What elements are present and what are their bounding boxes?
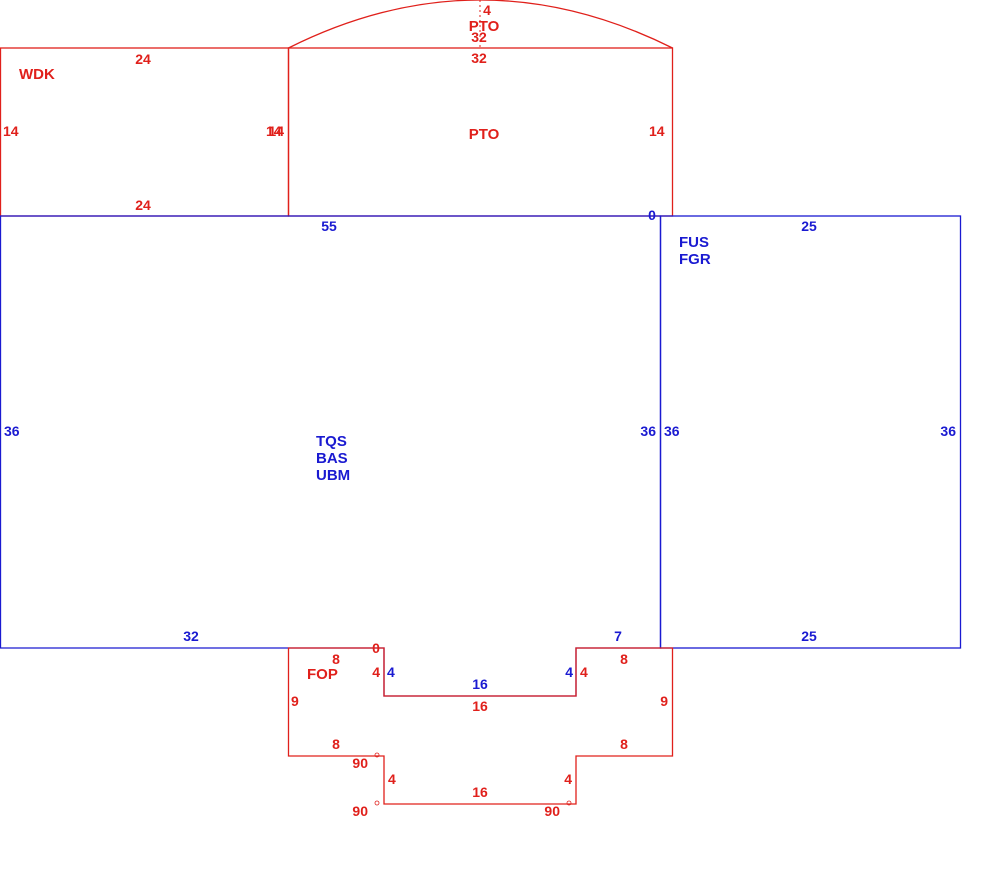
fop-top-left-dim: 8 — [332, 651, 340, 667]
fop-lower-left-dim: 4 — [388, 771, 396, 787]
area-right[interactable]: FUS FGR 25 25 36 36 — [659, 215, 962, 649]
pto-right-dim: 14 — [649, 123, 665, 139]
main-notch-left-dim: 4 — [387, 664, 395, 680]
area-main[interactable]: TQS BAS UBM 55 36 36 32 7 4 4 16 — [0, 215, 662, 697]
pto-arc-chord-dim: 32 — [471, 29, 487, 45]
pto-zero-dim: 0 — [648, 207, 656, 223]
pto-arc-rise-dim: 4 — [483, 2, 491, 18]
right-left-dim: 36 — [664, 423, 680, 439]
area-wdk[interactable]: WDK 24 24 14 14 — [0, 47, 290, 217]
fop-step-right-dim: 8 — [620, 736, 628, 752]
area-fop[interactable]: 0 8 FOP 4 4 8 16 9 9 8 8 90 4 4 16 90 90 — [287, 640, 674, 819]
pto-left-dim: 14 — [266, 123, 282, 139]
fop-angle-3: 90 — [544, 803, 560, 819]
fop-angle-2: 90 — [352, 803, 368, 819]
fop-side-left-dim: 9 — [291, 693, 299, 709]
fop-angle-2-marker — [374, 800, 380, 806]
wdk-left-dim: 14 — [3, 123, 19, 139]
main-code-3: UBM — [316, 467, 350, 484]
right-top-dim: 25 — [801, 218, 817, 234]
fop-outline — [287, 647, 674, 805]
fop-corner-dim: 0 — [372, 640, 380, 656]
main-corner-br-dim: 7 — [614, 628, 622, 644]
main-code-1: TQS — [316, 433, 347, 450]
fop-notch-right-dim: 4 — [580, 664, 588, 680]
right-code-2: FGR — [679, 251, 711, 268]
pto-label: PTO — [469, 126, 500, 143]
right-right-dim: 36 — [940, 423, 956, 439]
fop-notch-bottom-dim: 16 — [472, 698, 488, 714]
main-code-2: BAS — [316, 450, 348, 467]
fop-top-right-dim: 8 — [620, 651, 628, 667]
fop-lower-right-dim: 4 — [564, 771, 572, 787]
fop-notch-left-dim: 4 — [372, 664, 380, 680]
main-top-dim: 55 — [321, 218, 337, 234]
right-outline — [659, 215, 962, 649]
fop-label: FOP — [307, 666, 338, 683]
main-left-dim: 36 — [4, 423, 20, 439]
main-right-dim: 36 — [640, 423, 656, 439]
right-code-1: FUS — [679, 234, 709, 251]
main-notch-right-dim: 4 — [565, 664, 573, 680]
pto-arc-label: PTO — [469, 18, 500, 35]
wdk-label: WDK — [19, 66, 55, 83]
main-bottom-dim: 32 — [183, 628, 199, 644]
main-notch-bottom-dim: 16 — [472, 676, 488, 692]
wdk-top-dim: 24 — [135, 51, 151, 67]
right-bottom-dim: 25 — [801, 628, 817, 644]
fop-angle-3-marker — [566, 800, 572, 806]
area-pto[interactable]: 4 PTO 32 32 PTO 14 14 0 — [266, 0, 674, 223]
fop-side-right-dim: 9 — [660, 693, 668, 709]
fop-angle-1-marker — [374, 752, 380, 758]
wdk-right-dim: 14 — [268, 123, 284, 139]
fop-angle-1: 90 — [352, 755, 368, 771]
wdk-bottom-dim: 24 — [135, 197, 151, 213]
pto-top-dim: 32 — [471, 50, 487, 66]
fop-bottom-dim: 16 — [472, 784, 488, 800]
fop-step-left-dim: 8 — [332, 736, 340, 752]
